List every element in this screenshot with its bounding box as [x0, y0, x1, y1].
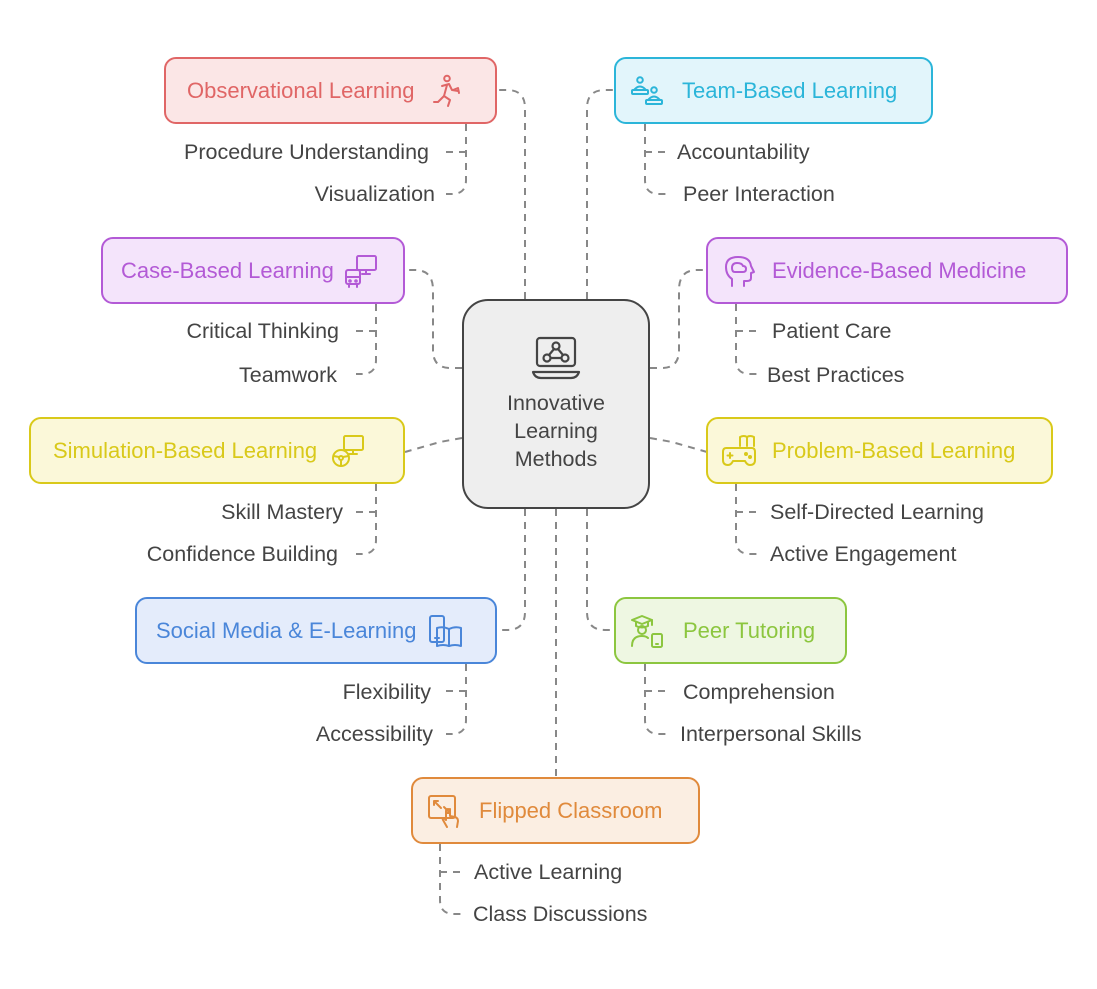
social-media-e-learning-node[interactable]: Social Media & E-Learning: [135, 597, 497, 664]
case-based-learning-node[interactable]: Case-Based Learning: [101, 237, 405, 304]
list-item: Skill Mastery: [221, 500, 343, 524]
expand-touch-icon: [427, 794, 461, 828]
simulation-based-learning-node[interactable]: Simulation-Based Learning: [29, 417, 405, 484]
evidence-based-medicine-node[interactable]: Evidence-Based Medicine: [706, 237, 1068, 304]
list-item: Best Practices: [767, 363, 905, 387]
running-person-icon: [430, 74, 464, 108]
list-item: Accessibility: [315, 722, 433, 746]
list-item: Critical Thinking: [186, 319, 339, 343]
list-item: Confidence Building: [146, 542, 338, 566]
computer-bus-icon: [344, 254, 378, 288]
list-item: Accountability: [677, 140, 810, 164]
phone-book-icon: [428, 614, 463, 648]
list-item: Self-Directed Learning: [770, 500, 984, 524]
list-item: Flexibility: [342, 680, 431, 704]
flipped-classroom-title: Flipped Classroom: [479, 797, 663, 823]
central-topic-label: Innovative Learning Methods: [507, 389, 605, 473]
observational-learning-title: Observational Learning: [187, 77, 415, 103]
peer-tutoring-title: Peer Tutoring: [683, 617, 816, 643]
list-item: Procedure Understanding: [183, 140, 429, 164]
central-topic: Innovative Learning Methods: [462, 299, 650, 509]
case-based-learning-title: Case-Based Learning: [121, 257, 334, 283]
evidence-based-medicine-title: Evidence-Based Medicine: [772, 257, 1027, 283]
list-item: Peer Interaction: [683, 182, 835, 206]
social-media-e-learning-title: Social Media & E-Learning: [156, 617, 417, 643]
problem-based-learning-node[interactable]: Problem-Based Learning: [706, 417, 1053, 484]
flipped-classroom-node[interactable]: Flipped Classroom: [411, 777, 700, 844]
team-based-learning-title: Team-Based Learning: [682, 77, 898, 103]
central-line-2: Learning: [514, 419, 598, 443]
list-item: Teamwork: [239, 363, 337, 387]
graduate-phone-icon: [630, 614, 664, 648]
list-item: Class Discussions: [473, 902, 648, 926]
list-item: Visualization: [314, 182, 435, 206]
team-based-learning-node[interactable]: Team-Based Learning: [614, 57, 933, 124]
list-item: Comprehension: [683, 680, 835, 704]
gamepad-book-icon: [722, 434, 756, 468]
central-line-3: Methods: [514, 447, 598, 471]
observational-learning-node[interactable]: Observational Learning: [164, 57, 497, 124]
central-line-1: Innovative: [506, 391, 605, 415]
head-brain-icon: [723, 254, 757, 288]
steering-monitor-icon: [331, 434, 365, 468]
peer-tutoring-node[interactable]: Peer Tutoring: [614, 597, 847, 664]
problem-based-learning-title: Problem-Based Learning: [772, 437, 1016, 463]
list-item: Active Learning: [474, 860, 623, 884]
laptop-network-icon: [531, 335, 581, 381]
list-item: Patient Care: [772, 319, 892, 343]
list-item: Active Engagement: [770, 542, 957, 566]
team-desks-icon: [630, 74, 664, 108]
list-item: Interpersonal Skills: [680, 722, 862, 746]
simulation-based-learning-title: Simulation-Based Learning: [53, 437, 318, 463]
